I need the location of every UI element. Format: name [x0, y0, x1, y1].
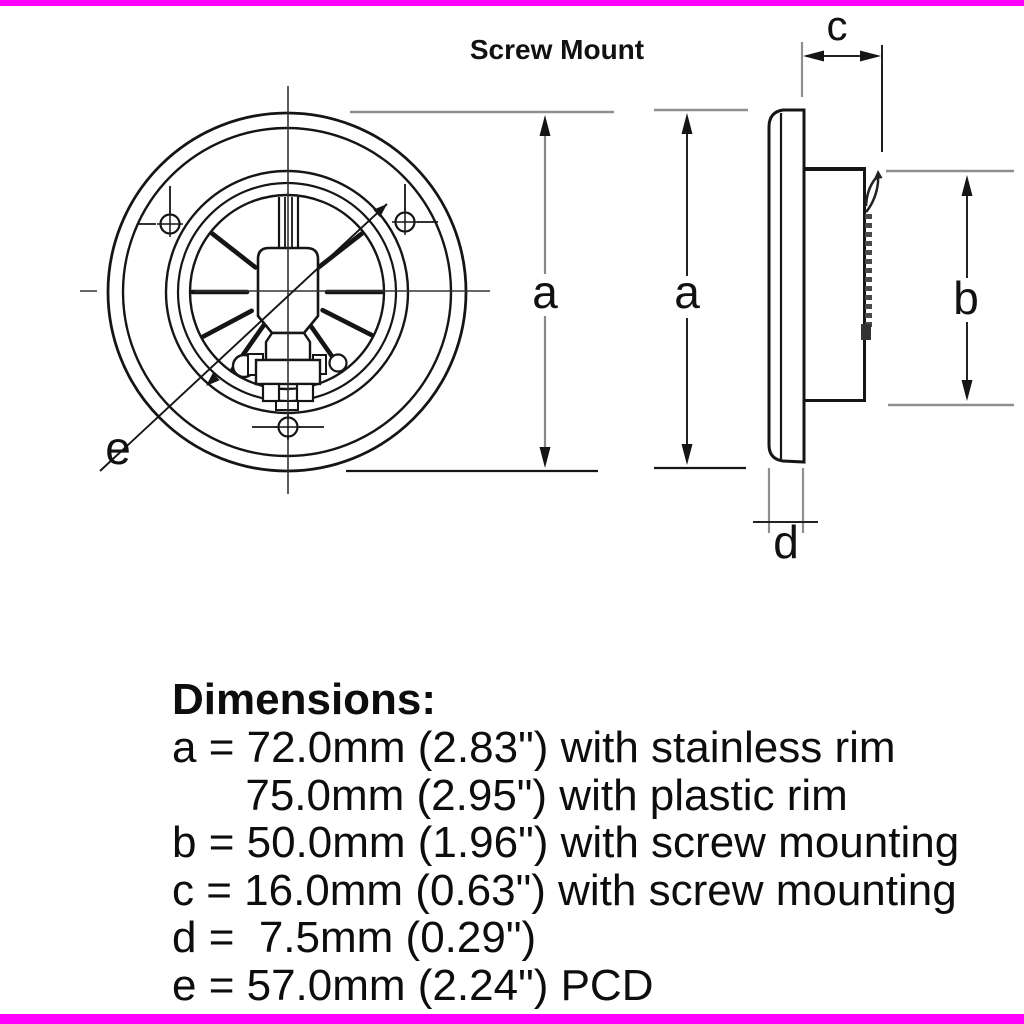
- flange-profile: [767, 108, 806, 464]
- terminal-circle-right: [328, 353, 348, 373]
- terminal-foot-right: [295, 382, 315, 403]
- rim-inner-circle: [121, 126, 453, 458]
- hub-stem: [277, 197, 300, 250]
- dimension-line-b: b = 50.0mm (1.96") with screw mounting: [172, 818, 960, 867]
- pcd-arrow-upper: [373, 204, 387, 218]
- dim-label-a-front: a: [532, 266, 558, 318]
- top-magenta-border: [0, 0, 1024, 6]
- front-view-drawing: [80, 86, 490, 494]
- screw-holes: [137, 184, 438, 440]
- bottom-magenta-border: [0, 1014, 1024, 1024]
- dim-label-c: c: [827, 2, 848, 49]
- barrel-body: [803, 167, 866, 402]
- terminal-foot-left: [261, 382, 281, 403]
- pcd-leader: [99, 203, 388, 472]
- outer-rim-circle: [106, 111, 468, 473]
- dimension-c: c: [800, 2, 883, 152]
- dim-label-a-side: a: [674, 266, 700, 318]
- dimensions-text-block: Dimensions: a = 72.0mm (2.83") with stai…: [172, 676, 972, 1009]
- drawing-title: Screw Mount: [469, 34, 645, 65]
- spring-clip: [861, 170, 883, 340]
- dimension-a-front: a: [346, 110, 614, 473]
- dimension-line-d: d = 7.5mm (0.29"): [172, 913, 537, 962]
- dimension-a-side: a: [654, 108, 748, 470]
- dim-label-d: d: [773, 516, 799, 568]
- side-view-drawing: [767, 108, 883, 464]
- pcd-arrow-lower: [206, 372, 220, 386]
- dimension-line-a-alt: 75.0mm (2.95") with plastic rim: [172, 770, 848, 820]
- dimension-line-c: c = 16.0mm (0.63") with screw mounting: [172, 865, 957, 915]
- bezel-outer-circle: [164, 169, 410, 415]
- dimension-line-a: a = 72.0mm (2.83") with stainless rim: [172, 723, 896, 772]
- terminal-tab-bottom: [275, 400, 299, 411]
- dimension-line-e: e = 57.0mm (2.24") PCD: [172, 960, 654, 1010]
- dimension-d: d: [753, 468, 818, 568]
- dim-label-e: e: [105, 422, 131, 474]
- spring-clip-tip: [873, 170, 883, 180]
- dimension-b: b: [886, 169, 1014, 407]
- dim-label-b: b: [953, 272, 979, 324]
- dimensions-heading: Dimensions:: [172, 675, 437, 724]
